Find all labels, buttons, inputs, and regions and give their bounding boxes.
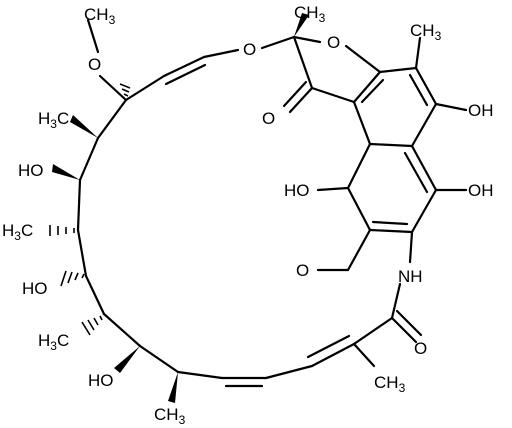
me-top-right-label: CH3 (410, 21, 442, 43)
bond-lines (76, 18, 468, 388)
ho-left-1-label: HO (18, 161, 44, 180)
ho-left-2-label: HO (22, 279, 48, 298)
ketone-o-label: O (262, 109, 275, 128)
aldehyde-o-label: O (296, 261, 309, 280)
ho-aromatic-label: HO (284, 181, 310, 200)
furan-o-label: O (327, 33, 340, 52)
methoxy-me-label: CH3 (84, 5, 116, 27)
ho-bottom-label: HO (88, 371, 114, 390)
atom-labels: CH3 O O O CH3 CH3 O OH OH HO O NH O H3C … (2, 3, 494, 427)
oh-right-2-label: OH (468, 181, 494, 200)
me-amide-label: CH3 (374, 373, 406, 395)
me-bottom-label: CH3 (154, 405, 186, 427)
nh-label: NH (398, 267, 423, 286)
stereo-hashes (49, 83, 131, 336)
ether-o-label: O (243, 40, 256, 59)
stereo-wedges (52, 13, 309, 403)
oh-right-1-label: OH (468, 101, 494, 120)
me-left-1-label: H3C (38, 109, 69, 131)
amide-o-label: O (414, 339, 427, 358)
methoxy-o-label: O (88, 55, 101, 74)
me-top-center-label: CH3 (294, 3, 326, 25)
me-left-2-label: H3C (2, 221, 33, 243)
me-left-3-label: H3C (38, 331, 69, 353)
